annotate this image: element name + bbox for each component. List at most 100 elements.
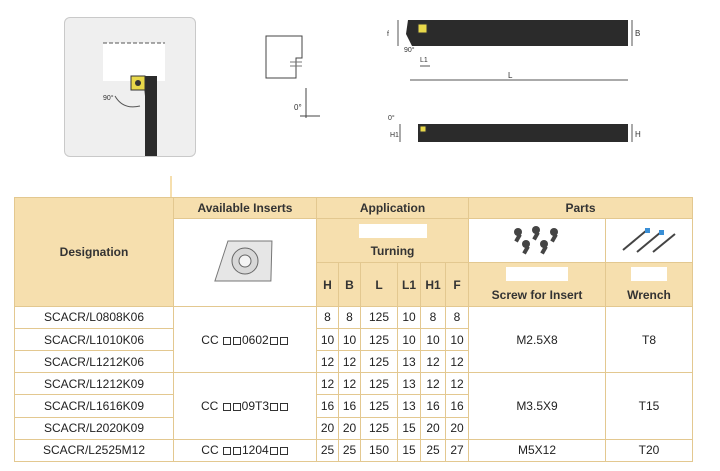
insert-group-cell: CC 09T3 [173, 372, 317, 440]
value-cell: 125 [360, 305, 398, 329]
angle-90-label: 90° [103, 94, 114, 102]
value-cell: 12 [338, 350, 361, 374]
value-cell: 8 [338, 305, 361, 329]
value-cell: 13 [397, 394, 421, 418]
value-cell: 25 [420, 438, 446, 463]
dim-f-label: f [387, 31, 389, 38]
screw-header-placeholder [506, 266, 568, 281]
value-cell: 10 [397, 305, 421, 329]
designation-cell: SCACR/L1616K09 [14, 394, 174, 418]
value-cell: 12 [316, 372, 339, 396]
designation-cell: SCACR/L1010K06 [14, 327, 174, 352]
spec-table: Designation Available Inserts Applicatio… [14, 196, 693, 463]
insert-code: 0602 [241, 332, 269, 347]
table-row: SCACR/L1212K09 CC 09T3 12 12 125 13 12 1… [14, 372, 693, 440]
value-cell: 16 [420, 394, 446, 418]
top-view-drawing: f B 90° L1 L [387, 20, 640, 81]
col-header-L1: L1 [397, 262, 421, 307]
value-cell: 16 [316, 394, 339, 418]
value-cell: 125 [360, 394, 398, 418]
turning-cell: Turning [316, 218, 469, 264]
designation-cell: SCACR/L0808K06 [14, 305, 174, 329]
front-view-drawing: 0° [265, 35, 320, 118]
col-header-H1: H1 [420, 262, 446, 307]
screw-header: Screw for Insert [491, 287, 583, 302]
value-cell: 20 [316, 416, 339, 440]
placeholder-square-icon [222, 447, 231, 456]
placeholder-square-icon [232, 447, 241, 456]
tool-holder-image: 90° [103, 42, 165, 158]
value-cell: 12 [445, 350, 469, 374]
screw-cell: M5X12 [468, 438, 606, 463]
table-row: SCACR/L1010K06 10 10 125 10 10 10 [14, 327, 693, 352]
value-cell: 12 [445, 372, 469, 396]
turning-label: Turning [370, 244, 415, 259]
value-cell: 12 [338, 372, 361, 396]
value-cell: 25 [316, 438, 339, 463]
placeholder-square-icon [279, 447, 288, 456]
wrench-cell: T15 [605, 372, 693, 440]
value-cell: 10 [316, 327, 339, 352]
placeholder-square-icon [269, 447, 278, 456]
value-cell: 125 [360, 372, 398, 396]
wrench-icon [622, 228, 676, 254]
value-cell: 10 [420, 327, 446, 352]
value-cell: 27 [445, 438, 469, 463]
value-cell: 20 [445, 416, 469, 440]
turning-icon-placeholder [358, 224, 427, 239]
value-cell: 10 [445, 327, 469, 352]
screw-image-cell [468, 218, 606, 264]
dim-L1-label: L1 [420, 57, 428, 64]
value-cell: 20 [338, 416, 361, 440]
wrench-header-placeholder [631, 266, 667, 281]
value-cell: 20 [420, 416, 446, 440]
insert-prefix: CC [201, 443, 219, 458]
placeholder-square-icon [270, 403, 279, 412]
wrench-header: Wrench [627, 287, 671, 302]
application-header: Application [316, 196, 469, 220]
value-cell: 8 [420, 305, 446, 329]
dim-H1-label: H1 [390, 132, 399, 139]
value-cell: 16 [445, 394, 469, 418]
designation-cell: SCACR/L2020K09 [14, 416, 174, 440]
insert-group-cell: CC 1204 [173, 438, 317, 463]
wrench-cell: T20 [605, 438, 693, 463]
placeholder-square-icon [232, 403, 241, 412]
value-cell: 13 [397, 350, 421, 374]
angle-90-top: 90° [404, 46, 415, 54]
dim-L-label: L [508, 71, 513, 80]
screw-cell: M3.5X9 [468, 372, 606, 440]
designation-header: Designation [14, 197, 174, 307]
value-cell: 10 [338, 327, 361, 352]
value-cell: 15 [397, 438, 421, 463]
insert-icon [214, 240, 273, 282]
value-cell: 12 [420, 350, 446, 374]
tool-thumbnail[interactable]: 90° [64, 17, 196, 158]
insert-code: 09T3 [241, 399, 270, 414]
side-view-drawing: H1 H 0° [388, 114, 641, 142]
table-row: SCACR/L1616K09 16 16 125 13 16 16 [14, 394, 693, 418]
insert-image-cell [173, 218, 317, 307]
table-row: SCACR/L2525M12 CC 1204 25 25 150 15 25 2… [14, 438, 693, 463]
value-cell: 10 [397, 327, 421, 352]
value-cell: 12 [420, 372, 446, 396]
col-header-H: H [316, 262, 339, 307]
placeholder-square-icon [280, 403, 289, 412]
placeholder-square-icon [222, 336, 231, 345]
value-cell: 8 [445, 305, 469, 329]
insert-prefix: CC [200, 399, 219, 414]
designation-cell: SCACR/L1212K06 [14, 350, 174, 374]
insert-code: 1204 [241, 443, 269, 458]
value-cell: 15 [397, 416, 421, 440]
inserts-header: Available Inserts [173, 196, 317, 220]
value-cell: 8 [316, 305, 339, 329]
col-header-B: B [338, 262, 361, 307]
angle-0-front: 0° [294, 103, 302, 112]
value-cell: 125 [360, 416, 398, 440]
placeholder-square-icon [279, 336, 288, 345]
screw-cell: M2.5X8 [468, 305, 606, 374]
dim-H-label: H [635, 130, 641, 139]
col-header-L: L [360, 262, 398, 307]
value-cell: 125 [360, 350, 398, 374]
placeholder-square-icon [232, 336, 241, 345]
